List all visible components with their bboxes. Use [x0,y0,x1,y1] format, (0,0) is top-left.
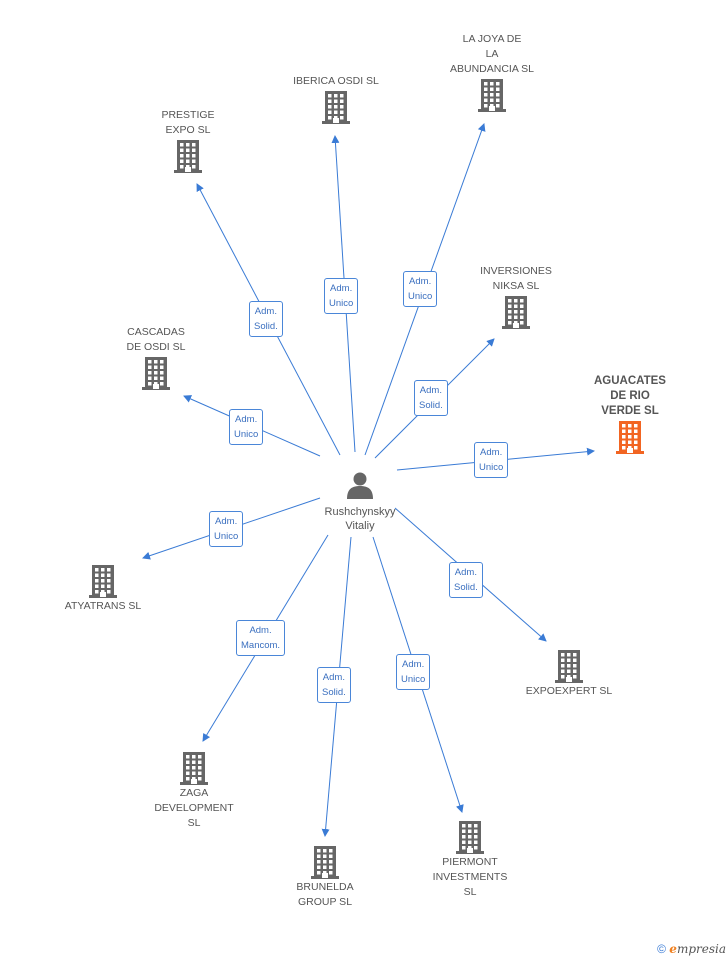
relation-label-zaga[interactable]: Adm. Mancom. [236,620,286,656]
building-icon [174,140,202,173]
relation-label-atyatrans[interactable]: Adm. Unico [209,511,244,547]
relation-label-prestige-expo[interactable]: Adm. Solid. [249,301,283,337]
building-icon [142,357,170,390]
relation-label-aguacates[interactable]: Adm. Unico [474,442,509,478]
building-icon [456,821,484,854]
relation-label-iberica-osdi[interactable]: Adm. Unico [324,278,359,314]
relation-label-piermont[interactable]: Adm. Unico [396,654,431,690]
company-name: AGUACATES DE RIO VERDE SL [594,375,666,417]
company-name: INVERSIONES NIKSA SL [480,265,552,292]
company-name: PRESTIGE EXPO SL [161,109,215,136]
company-node-piermont[interactable]: PIERMONT INVESTMENTS SL [410,819,530,900]
building-icon [616,421,644,454]
company-name: PIERMONT INVESTMENTS SL [432,856,508,898]
copyright-symbol: © [657,942,666,956]
building-icon [555,650,583,683]
relation-label-expoexpert[interactable]: Adm. Solid. [449,562,483,598]
company-name: BRUNELDA GROUP SL [296,881,354,908]
company-node-prestige-expo[interactable]: PRESTIGE EXPO SL [128,108,248,174]
building-icon [89,565,117,598]
person-icon [347,472,373,499]
building-icon [322,91,350,124]
company-node-brunelda[interactable]: BRUNELDA GROUP SL [265,844,385,910]
company-name: IBERICA OSDI SL [293,75,379,87]
company-name: ZAGA DEVELOPMENT SL [154,787,234,829]
company-node-zaga[interactable]: ZAGA DEVELOPMENT SL [134,750,254,831]
company-node-inversiones-niksa[interactable]: INVERSIONES NIKSA SL [456,264,576,330]
brand-logo: empresia [669,942,726,956]
footer-brand[interactable]: © empresia [657,942,726,956]
relation-label-brunelda[interactable]: Adm. Solid. [317,667,351,703]
company-node-aguacates[interactable]: AGUACATES DE RIO VERDE SL [570,374,690,455]
relation-label-inversiones-niksa[interactable]: Adm. Solid. [414,380,448,416]
building-icon [502,296,530,329]
company-name: LA JOYA DE LA ABUNDANCIA SL [449,33,535,75]
relation-label-la-joya[interactable]: Adm. Unico [403,271,438,307]
building-icon [478,79,506,112]
company-node-atyatrans[interactable]: ATYATRANS SL [43,563,163,614]
company-node-la-joya[interactable]: LA JOYA DE LA ABUNDANCIA SL [432,32,552,113]
company-node-expoexpert[interactable]: EXPOEXPERT SL [509,648,629,699]
company-node-iberica-osdi[interactable]: IBERICA OSDI SL [276,74,396,125]
building-icon [180,752,208,785]
company-name: CASCADAS DE OSDI SL [126,326,186,353]
company-node-cascadas-osdi[interactable]: CASCADAS DE OSDI SL [96,325,216,391]
company-name: EXPOEXPERT SL [525,685,613,697]
building-icon [311,846,339,879]
relation-label-cascadas-osdi[interactable]: Adm. Unico [229,409,264,445]
company-name: ATYATRANS SL [64,600,142,612]
center-person[interactable]: Rushchynskyy Vitaliy [305,470,415,533]
person-name: Rushchynskyy Vitaliy [324,506,396,532]
